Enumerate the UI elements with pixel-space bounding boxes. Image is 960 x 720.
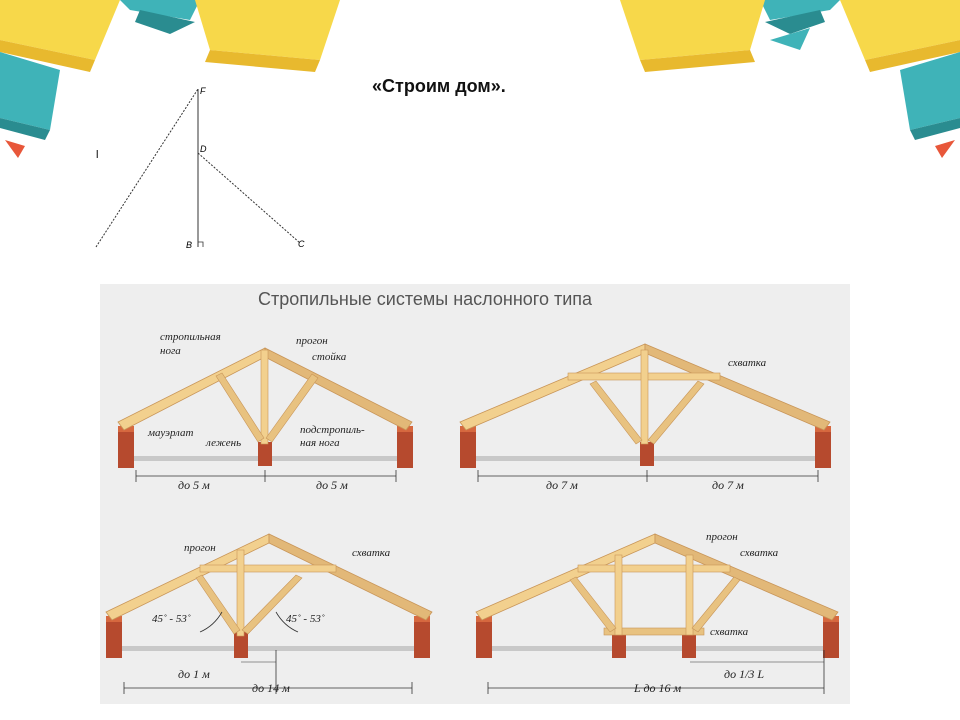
label-purlin: прогон bbox=[184, 542, 216, 554]
slide-title: «Строим дом». bbox=[372, 76, 506, 96]
dimension-label: до 7 м bbox=[546, 478, 578, 492]
label-strut: подстропиль- bbox=[300, 424, 365, 436]
label-angle-right: 45˚ - 53˚ bbox=[286, 613, 325, 625]
diagram-1: стропильная нога прогон стойка мауэрлат … bbox=[117, 331, 413, 492]
label-tie: схватка bbox=[740, 547, 779, 559]
label-mauerlat: мауэрлат bbox=[147, 427, 193, 439]
diagram-2: схватка до 7 м до 7 м bbox=[459, 343, 831, 492]
point-c-label: C bbox=[298, 239, 305, 249]
point-f-label: F bbox=[200, 86, 206, 96]
point-b-label: B bbox=[186, 240, 192, 250]
label-post: стойка bbox=[312, 351, 347, 363]
dimension-label: до 1 м bbox=[178, 667, 210, 681]
dimension-label: до 5 м bbox=[178, 478, 210, 492]
label-purlin: прогон bbox=[296, 335, 328, 347]
label-tie: схватка bbox=[728, 357, 767, 369]
dimension-label: до 1/3 L bbox=[724, 667, 764, 681]
label-rafter-2: нога bbox=[160, 345, 181, 357]
label-angle-left: 45˚ - 53˚ bbox=[152, 613, 191, 625]
dimension-label: до 7 м bbox=[712, 478, 744, 492]
rafter-illustration-panel bbox=[100, 284, 850, 704]
label-tie-2: схватка bbox=[710, 626, 749, 638]
dimension-label: до 14 м bbox=[252, 681, 290, 695]
point-d-label: D bbox=[200, 144, 207, 154]
label-purlin: прогон bbox=[706, 531, 738, 543]
dimension-label: L до 16 м bbox=[633, 681, 682, 695]
diagram-3: прогон схватка 45˚ - 53˚ 45˚ - 53˚ до 1 … bbox=[105, 533, 433, 695]
panel-title: Стропильные системы наслонного типа bbox=[257, 289, 593, 309]
dimension-label: до 5 м bbox=[316, 478, 348, 492]
side-l-label: l bbox=[96, 149, 98, 161]
book-stack-top-left-icon bbox=[0, 0, 340, 158]
label-sill: лежень bbox=[205, 437, 241, 449]
geometry-sketch: F D B C l bbox=[95, 86, 305, 250]
diagram-4: прогон схватка схватка до 1/3 L L до 16 … bbox=[475, 531, 839, 695]
label-tie: схватка bbox=[352, 547, 391, 559]
book-stack-top-right-icon bbox=[620, 0, 960, 158]
label-rafter: стропильная bbox=[160, 331, 221, 343]
decorations bbox=[0, 0, 960, 158]
label-strut-2: ная нога bbox=[300, 437, 340, 449]
